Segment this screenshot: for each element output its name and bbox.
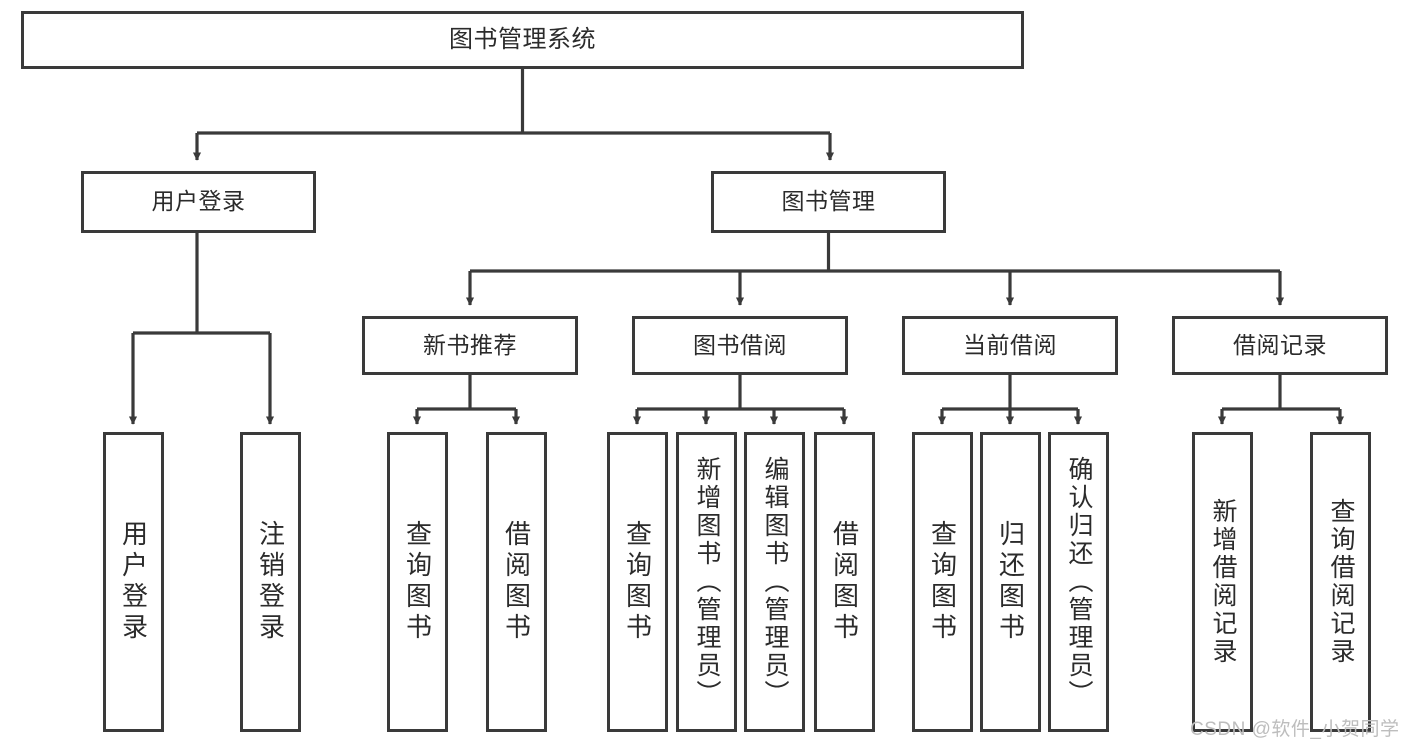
leaf-current-borrow-return-book[interactable]: 归还图书 [980,432,1041,732]
node-label: 图书管理系统 [449,25,596,53]
node-label: 新增借阅记录 [1209,498,1237,666]
node-label: 用户登录 [118,520,149,644]
leaf-user-login-login[interactable]: 用户登录 [103,432,164,732]
node-label: 图书借阅 [693,331,787,358]
leaf-new-book-borrow-book[interactable]: 借阅图书 [486,432,547,732]
node-label: 当前借阅 [963,331,1057,358]
node-borrow-record[interactable]: 借阅记录 [1172,316,1388,375]
node-user-login[interactable]: 用户登录 [81,171,316,233]
leaf-user-login-logout[interactable]: 注销登录 [240,432,301,732]
node-label: 归还图书 [995,520,1026,644]
leaf-book-borrow-add-book-admin[interactable]: 新增图书（管理员） [676,432,737,732]
node-label: 借阅图书 [829,520,860,644]
node-label: 图书管理 [781,188,876,215]
node-new-book-recommend[interactable]: 新书推荐 [362,316,578,375]
node-label: 查询借阅记录 [1327,498,1355,666]
leaf-book-borrow-query-book[interactable]: 查询图书 [607,432,668,732]
node-label: 查询图书 [622,520,653,644]
leaf-borrow-record-query-record[interactable]: 查询借阅记录 [1310,432,1371,732]
node-label: 注销登录 [255,520,286,644]
leaf-current-borrow-query-book[interactable]: 查询图书 [912,432,973,732]
node-label: 借阅记录 [1233,331,1327,358]
node-label: 用户登录 [151,188,246,215]
node-current-borrow[interactable]: 当前借阅 [902,316,1118,375]
node-label: 新增图书（管理员） [693,456,721,708]
node-label: 编辑图书（管理员） [761,456,789,708]
node-label: 查询图书 [927,520,958,644]
leaf-book-borrow-borrow-book[interactable]: 借阅图书 [814,432,875,732]
leaf-borrow-record-add-record[interactable]: 新增借阅记录 [1192,432,1253,732]
node-label: 借阅图书 [501,520,532,644]
node-label: 确认归还（管理员） [1065,456,1093,708]
csdn-watermark: CSDN @软件_小贺同学 [1190,719,1400,740]
leaf-book-borrow-edit-book-admin[interactable]: 编辑图书（管理员） [744,432,805,732]
leaf-new-book-query-book[interactable]: 查询图书 [387,432,448,732]
leaf-current-borrow-confirm-return-admin[interactable]: 确认归还（管理员） [1048,432,1109,732]
node-label: 新书推荐 [423,331,517,358]
node-book-management[interactable]: 图书管理 [711,171,946,233]
node-label: 查询图书 [402,520,433,644]
node-book-borrow[interactable]: 图书借阅 [632,316,848,375]
node-root-book-management-system[interactable]: 图书管理系统 [21,11,1024,69]
